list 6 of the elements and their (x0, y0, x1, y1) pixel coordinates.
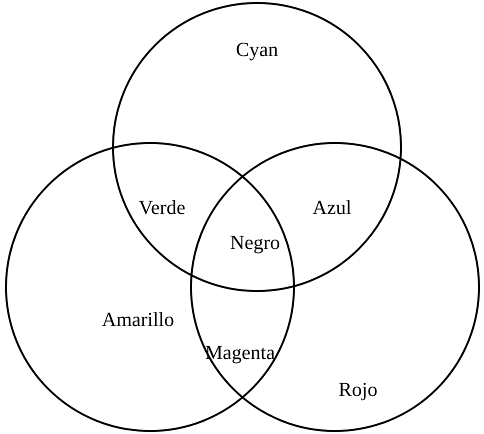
intersection-label: Negro (230, 233, 280, 253)
intersection-label: Azul (312, 198, 352, 218)
intersection-label: Verde (138, 198, 186, 218)
set-label: Amarillo (102, 310, 174, 330)
set-label: Rojo (338, 380, 378, 400)
set-label: Cyan (236, 40, 278, 60)
